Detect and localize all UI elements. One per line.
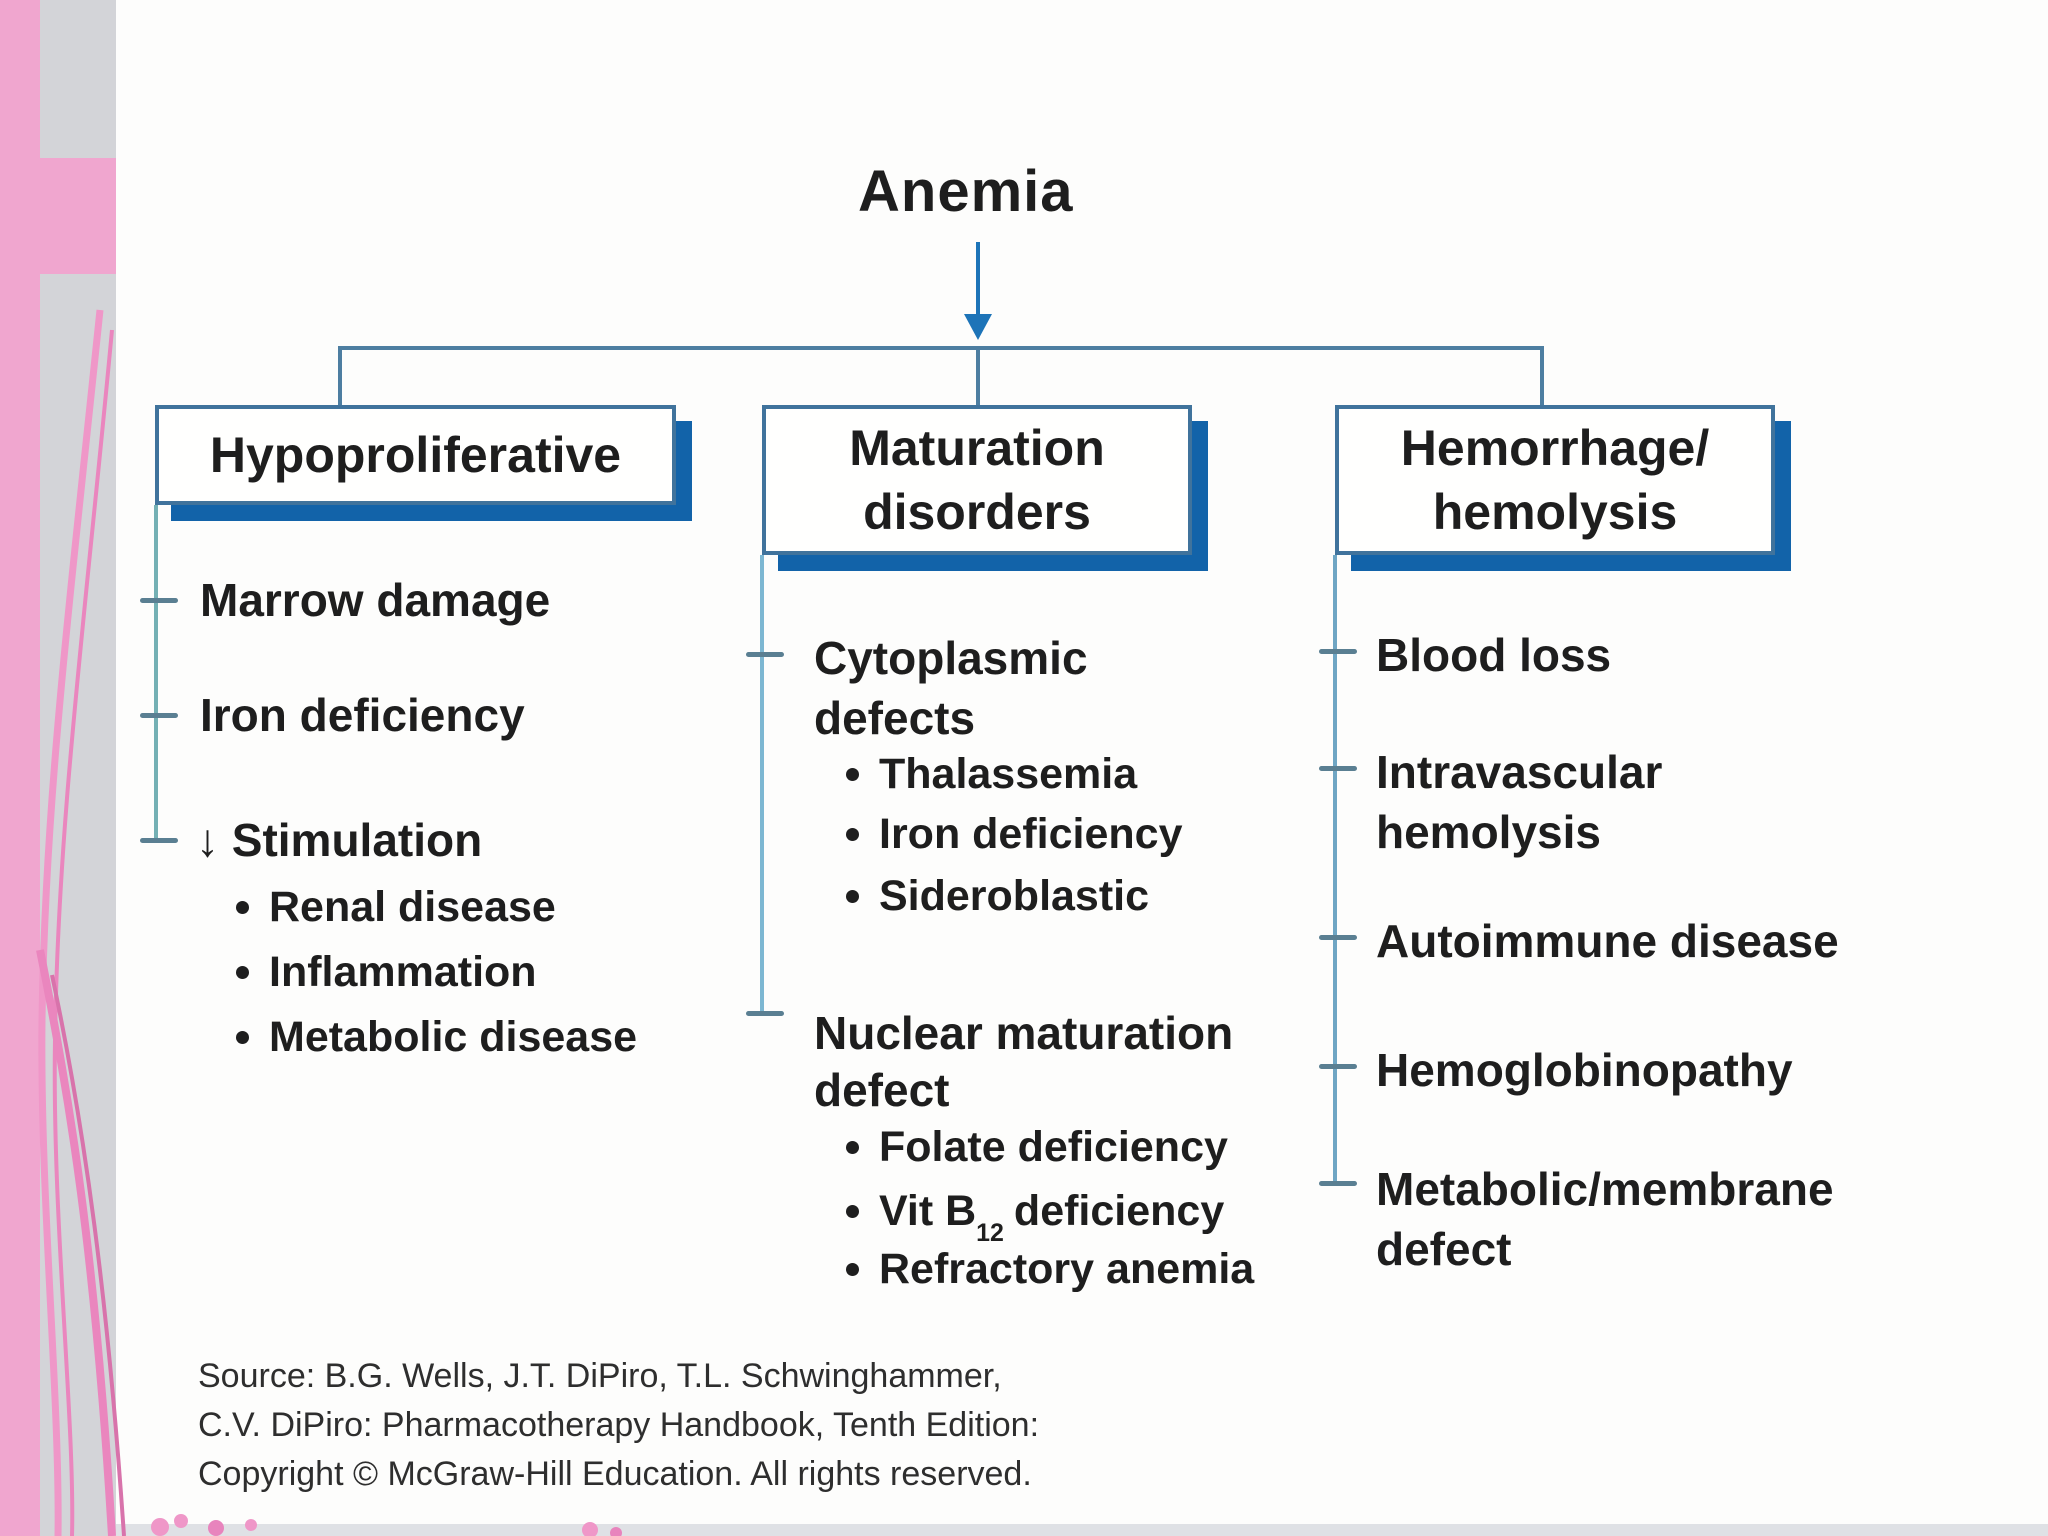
bullet-label: Iron deficiency: [879, 810, 1183, 858]
bullet-label: Renal disease: [269, 883, 556, 931]
bullet-dot: [236, 966, 249, 979]
branch-tick: [1319, 1064, 1357, 1069]
group-title-line: Nuclear maturation: [814, 1007, 1234, 1059]
branch-tick: [140, 598, 178, 603]
bullet-dot: [846, 768, 859, 781]
connector-drop-right: [1540, 346, 1544, 408]
bullet-item: Iron deficiency: [846, 810, 1182, 859]
diagram-title: Anemia: [858, 159, 1074, 224]
bullet-item: Sideroblastic: [846, 872, 1149, 921]
branch-tick: [1319, 1181, 1357, 1186]
branch-line-right: [1333, 555, 1337, 1185]
bullet-label: Inflammation: [269, 948, 537, 996]
down-arrow-head-icon: [964, 314, 992, 340]
branch-tick: [746, 652, 784, 657]
bullet-item: Vit B12 deficiency: [846, 1187, 1225, 1245]
cause-item: Autoimmune disease: [1376, 915, 1839, 967]
bullet-item: Renal disease: [236, 883, 556, 932]
cause-item-line: hemolysis: [1376, 806, 1601, 858]
cause-item: Iron deficiency: [200, 689, 525, 741]
category-box-label-line: Hemorrhage/: [1400, 420, 1710, 476]
connector-drop-left: [338, 346, 342, 408]
bullet-item: Refractory anemia: [846, 1245, 1254, 1294]
category-box-hemorrhage-hemolysis: Hemorrhage/ hemolysis: [1335, 405, 1775, 555]
bullet-dot: [846, 828, 859, 841]
branch-tick: [140, 838, 178, 843]
source-line: C.V. DiPiro: Pharmacotherapy Handbook, T…: [198, 1406, 1040, 1444]
source-line: Copyright © McGraw-Hill Education. All r…: [198, 1455, 1032, 1493]
branch-tick: [1319, 649, 1357, 654]
bullet-item: Thalassemia: [846, 750, 1137, 799]
bullet-dot: [236, 901, 249, 914]
bullet-label-vitb12: Vit B12 deficiency: [879, 1187, 1225, 1245]
cause-item: Blood loss: [1376, 629, 1612, 681]
category-box-label: Hypoproliferative: [209, 427, 622, 483]
group-title-line: defect: [814, 1064, 950, 1116]
source-line: Source: B.G. Wells, J.T. DiPiro, T.L. Sc…: [198, 1357, 1002, 1395]
category-box-label-line: disorders: [863, 484, 1091, 540]
branch-tick: [1319, 766, 1357, 771]
category-box-hypoproliferative: Hypoproliferative: [155, 405, 676, 505]
bullet-dot: [846, 1141, 859, 1154]
branch-tick: [746, 1011, 784, 1016]
cause-item: Marrow damage: [200, 574, 551, 626]
bullet-item: Inflammation: [236, 948, 537, 997]
bullet-item: Metabolic disease: [236, 1013, 637, 1062]
connector-line: [338, 346, 1544, 350]
group-title-line: defects: [814, 692, 976, 744]
group-title-line: Cytoplasmic: [814, 632, 1088, 684]
cause-item-line: Metabolic/membrane: [1376, 1163, 1834, 1215]
down-arrow-icon: [976, 242, 980, 318]
category-box-maturation-disorders: Maturation disorders: [762, 405, 1192, 555]
branch-tick: [140, 713, 178, 718]
branch-line-middle: [760, 555, 764, 1015]
bullet-label: Metabolic disease: [269, 1013, 638, 1061]
branch-line-left: [154, 505, 158, 842]
bullet-dot: [846, 890, 859, 903]
vitb12-pre: Vit B: [879, 1187, 977, 1235]
bullet-dot: [236, 1031, 249, 1044]
bullet-label: Refractory anemia: [879, 1245, 1255, 1293]
bullet-label: Sideroblastic: [879, 872, 1150, 920]
cause-item: Metabolic/membrane defect: [1376, 1159, 1834, 1279]
cause-item: Hemoglobinopathy: [1376, 1044, 1793, 1096]
branch-tick: [1319, 935, 1357, 940]
cause-item-line: Intravascular: [1376, 746, 1663, 798]
group-title: Nuclear maturation defect: [814, 1005, 1233, 1119]
bullet-item: Folate deficiency: [846, 1123, 1228, 1172]
vitb12-post: deficiency: [1013, 1187, 1225, 1235]
vitb12-sub: 12: [976, 1218, 1004, 1247]
cause-item: ↓ Stimulation: [196, 814, 483, 866]
bottom-edge-strip: [116, 1524, 2048, 1536]
bullet-label: Folate deficiency: [879, 1123, 1228, 1171]
category-box-label-line: Maturation: [849, 420, 1105, 476]
group-title: Cytoplasmic defects: [814, 628, 1088, 748]
cause-item: Intravascular hemolysis: [1376, 742, 1662, 862]
bullet-label: Thalassemia: [879, 750, 1138, 798]
pink-accent-block: [0, 158, 116, 274]
source-citation: Source: B.G. Wells, J.T. DiPiro, T.L. Sc…: [198, 1352, 1039, 1499]
bullet-dot: [846, 1263, 859, 1276]
cause-item-line: defect: [1376, 1223, 1512, 1275]
category-box-label-line: hemolysis: [1432, 484, 1678, 540]
bullet-dot: [846, 1205, 859, 1218]
connector-drop-middle: [976, 350, 980, 408]
